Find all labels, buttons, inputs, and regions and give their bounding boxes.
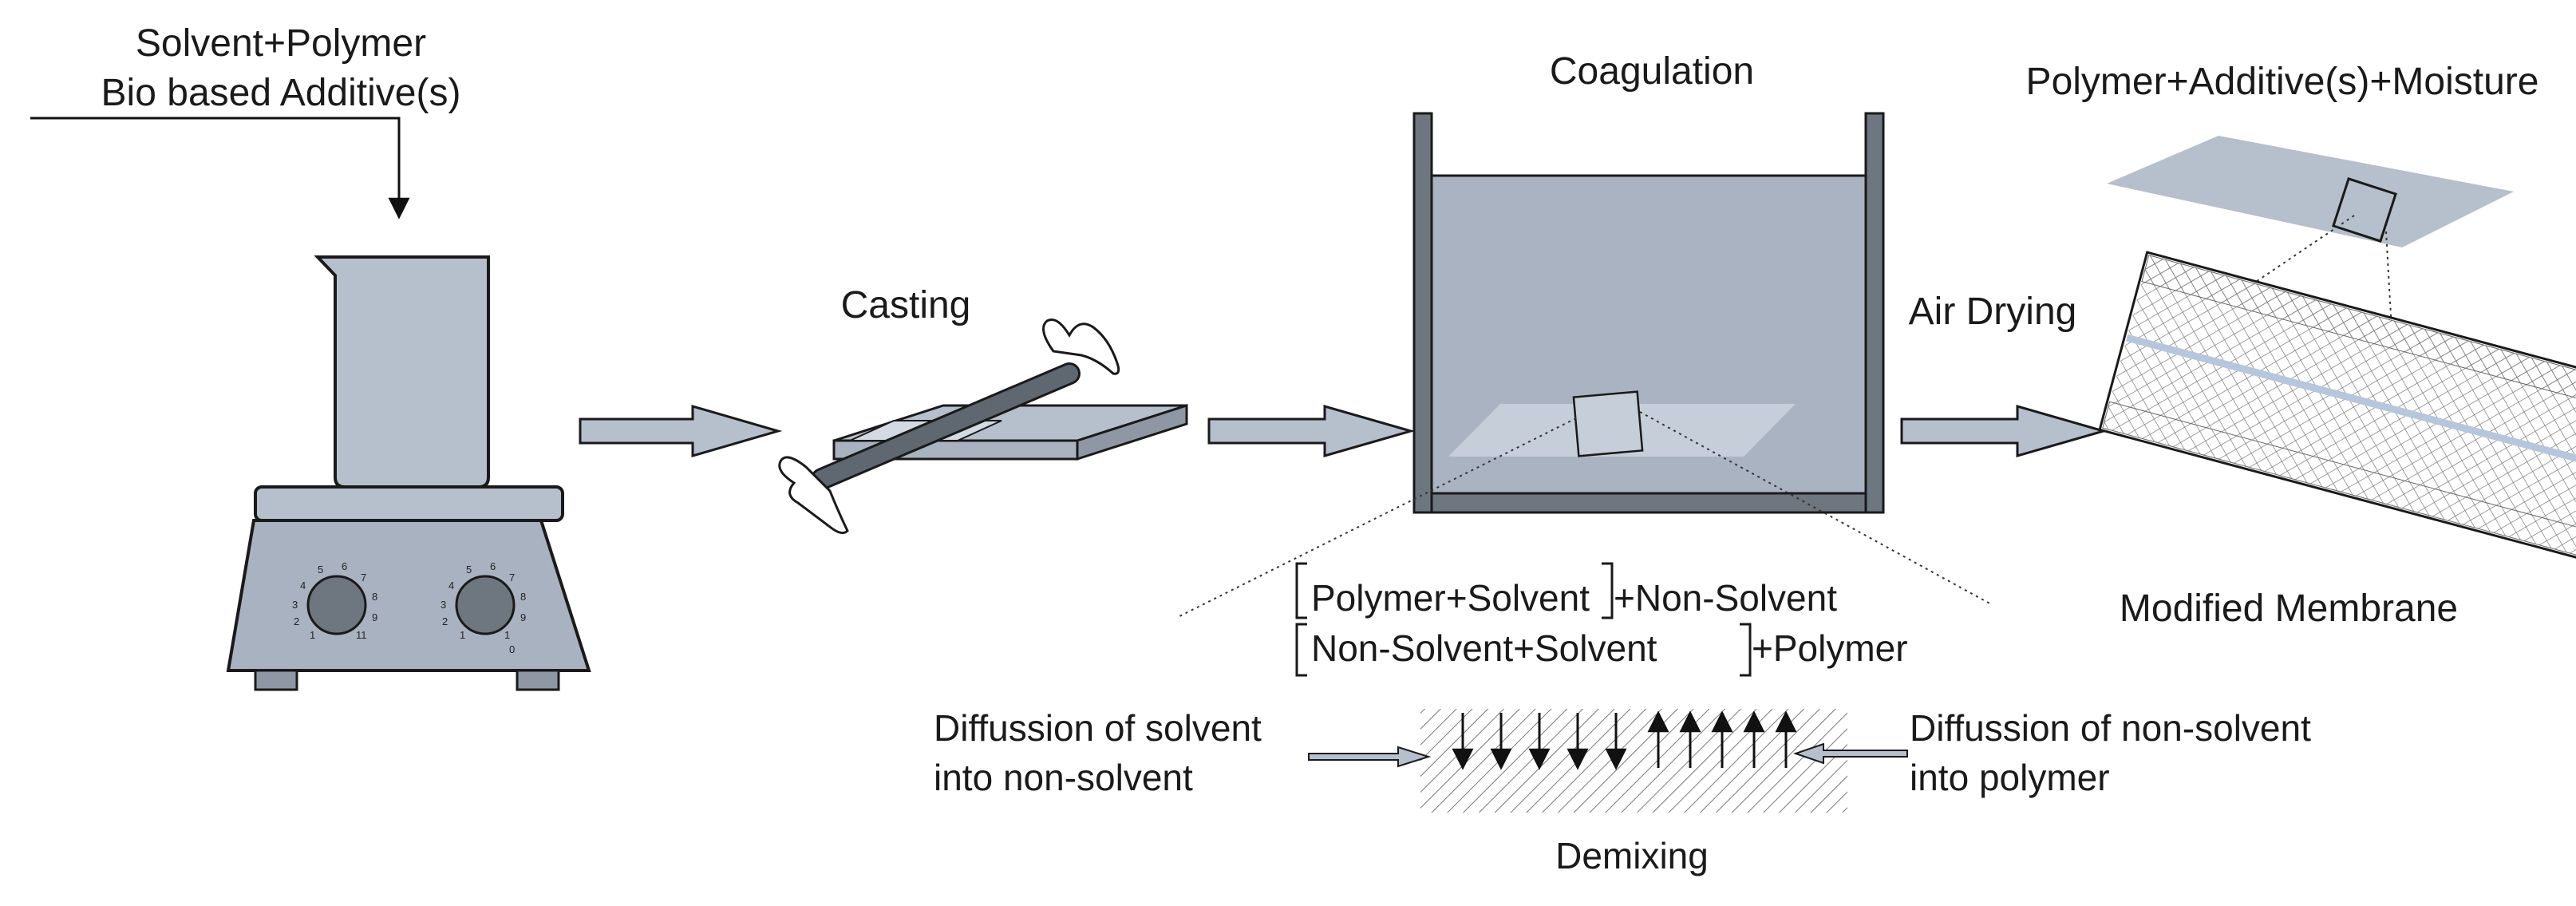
process-arrow-2 xyxy=(1207,405,1416,457)
svg-text:8: 8 xyxy=(372,591,377,603)
svg-text:5: 5 xyxy=(466,564,472,576)
svg-text:9: 9 xyxy=(372,611,377,623)
svg-text:7: 7 xyxy=(509,572,515,584)
process-arrow-3 xyxy=(1900,405,2108,457)
diffusion-left-line2: into non-solvent xyxy=(934,757,1193,798)
process-arrow-1 xyxy=(579,405,783,457)
diffusion-left-arrow xyxy=(1308,746,1432,768)
input-label-line1: Solvent+Polymer xyxy=(136,22,426,65)
svg-text:1: 1 xyxy=(504,629,510,641)
casting-knife xyxy=(811,362,1081,490)
membrane-zoom-line-left xyxy=(2214,215,2355,311)
svg-text:6: 6 xyxy=(490,560,496,572)
coagulation-bath xyxy=(1412,112,1885,514)
membrane-sheet xyxy=(2107,136,2514,247)
casting-label: Casting xyxy=(841,284,971,326)
modified-membrane-label: Modified Membrane xyxy=(2120,588,2458,630)
svg-text:4: 4 xyxy=(448,580,454,591)
svg-text:9: 9 xyxy=(520,611,526,623)
bath-sample-square xyxy=(1572,390,1644,457)
coagulation-label: Coagulation xyxy=(1550,50,1754,93)
stirrer-knob-right[interactable] xyxy=(455,575,516,635)
membrane-magnified xyxy=(2098,251,2576,564)
demixing-label: Demixing xyxy=(1555,835,1709,876)
svg-text:6: 6 xyxy=(342,560,347,572)
svg-text:1: 1 xyxy=(460,629,465,641)
stirrer-knob-left[interactable] xyxy=(306,575,367,635)
dial-scale-left: 2 3 4 5 6 7 8 9 1 11 xyxy=(292,560,377,641)
phase-row2-inner: Non-Solvent+Solvent xyxy=(1311,627,1657,669)
diffusion-right-line1: Diffussion of non-solvent xyxy=(1910,707,2311,749)
svg-text:8: 8 xyxy=(520,591,526,603)
phase-row1-inner: Polymer+Solvent xyxy=(1311,577,1590,619)
membrane-composition-label: Polymer+Additive(s)+Moisture xyxy=(2026,61,2539,103)
svg-text:1: 1 xyxy=(310,629,315,641)
svg-text:7: 7 xyxy=(361,572,366,584)
non-solvent-up-arrows xyxy=(1647,710,1797,768)
dial-scale-right: 2 3 4 5 6 7 8 9 1 0 1 xyxy=(441,560,526,655)
solvent-down-arrows xyxy=(1452,713,1627,770)
svg-text:3: 3 xyxy=(441,599,446,611)
svg-text:3: 3 xyxy=(292,599,298,611)
svg-text:2: 2 xyxy=(294,615,299,627)
hot-plate-stirrer xyxy=(226,485,591,691)
membrane-sample-square xyxy=(2332,177,2397,243)
phase-row2-outer: +Polymer xyxy=(1752,627,1908,669)
svg-text:4: 4 xyxy=(300,580,306,591)
diffusion-left-line1: Diffussion of solvent xyxy=(934,707,1262,749)
phase-composition: Polymer+Solvent +Non-Solvent Non-Solvent… xyxy=(1295,562,1908,677)
input-feed-arrow xyxy=(30,117,410,220)
svg-text:0: 0 xyxy=(509,643,515,655)
beaker xyxy=(314,255,490,489)
air-drying-label: Air Drying xyxy=(1909,291,2077,333)
diffusion-right-line2: into polymer xyxy=(1910,757,2110,798)
svg-text:2: 2 xyxy=(442,615,448,627)
phase-row1-outer: +Non-Solvent xyxy=(1614,577,1837,619)
diffusion-right-arrow xyxy=(1792,742,1908,765)
input-label-line2: Bio based Additive(s) xyxy=(101,72,461,114)
svg-text:11: 11 xyxy=(356,629,367,641)
hand-icon xyxy=(778,318,1120,535)
demixing-hatched-layer xyxy=(1420,709,1847,813)
svg-text:5: 5 xyxy=(318,564,323,576)
